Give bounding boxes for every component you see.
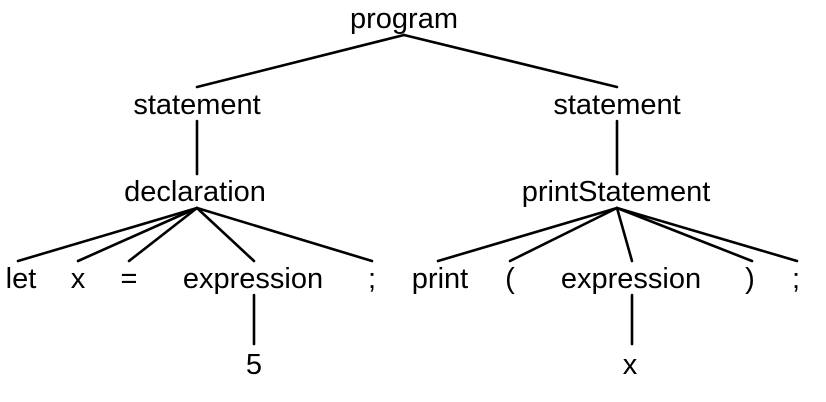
edge-print-statement-rparen (615, 206, 754, 263)
node-statement-left: statement (133, 89, 260, 121)
literal-5: 5 (246, 349, 262, 381)
edge-print-statement-print (436, 206, 619, 263)
edge-program-statement-left (195, 33, 406, 89)
token-let: let (6, 263, 37, 295)
token-semicolon-left: ; (368, 263, 376, 295)
token-rparen: ) (745, 263, 755, 295)
node-statement-right: statement (553, 89, 680, 121)
edge-declaration-let (16, 206, 199, 263)
edge-declaration-semicolon (195, 206, 374, 263)
edge-declaration-x (76, 206, 199, 263)
token-lparen: ( (505, 263, 515, 295)
node-expression-left: expression (183, 263, 323, 295)
identifier-x: x (623, 349, 638, 381)
edge-program-statement-right (402, 33, 619, 89)
edge-print-statement-expression (615, 206, 634, 263)
tree-labels: program statement statement declaration … (6, 3, 800, 381)
edge-declaration-expression (195, 206, 256, 263)
tree-edges (16, 33, 799, 346)
edge-print-statement-semicolon (615, 206, 799, 263)
token-print: print (412, 263, 468, 295)
edge-print-statement-lparen (508, 206, 619, 263)
token-x: x (71, 263, 86, 295)
node-program: program (350, 3, 458, 35)
token-semicolon-right: ; (792, 263, 800, 295)
token-equals: = (121, 263, 138, 295)
node-declaration: declaration (124, 176, 266, 208)
node-expression-right: expression (561, 263, 701, 295)
node-print-statement: printStatement (522, 176, 711, 208)
edge-declaration-equals (127, 206, 199, 263)
